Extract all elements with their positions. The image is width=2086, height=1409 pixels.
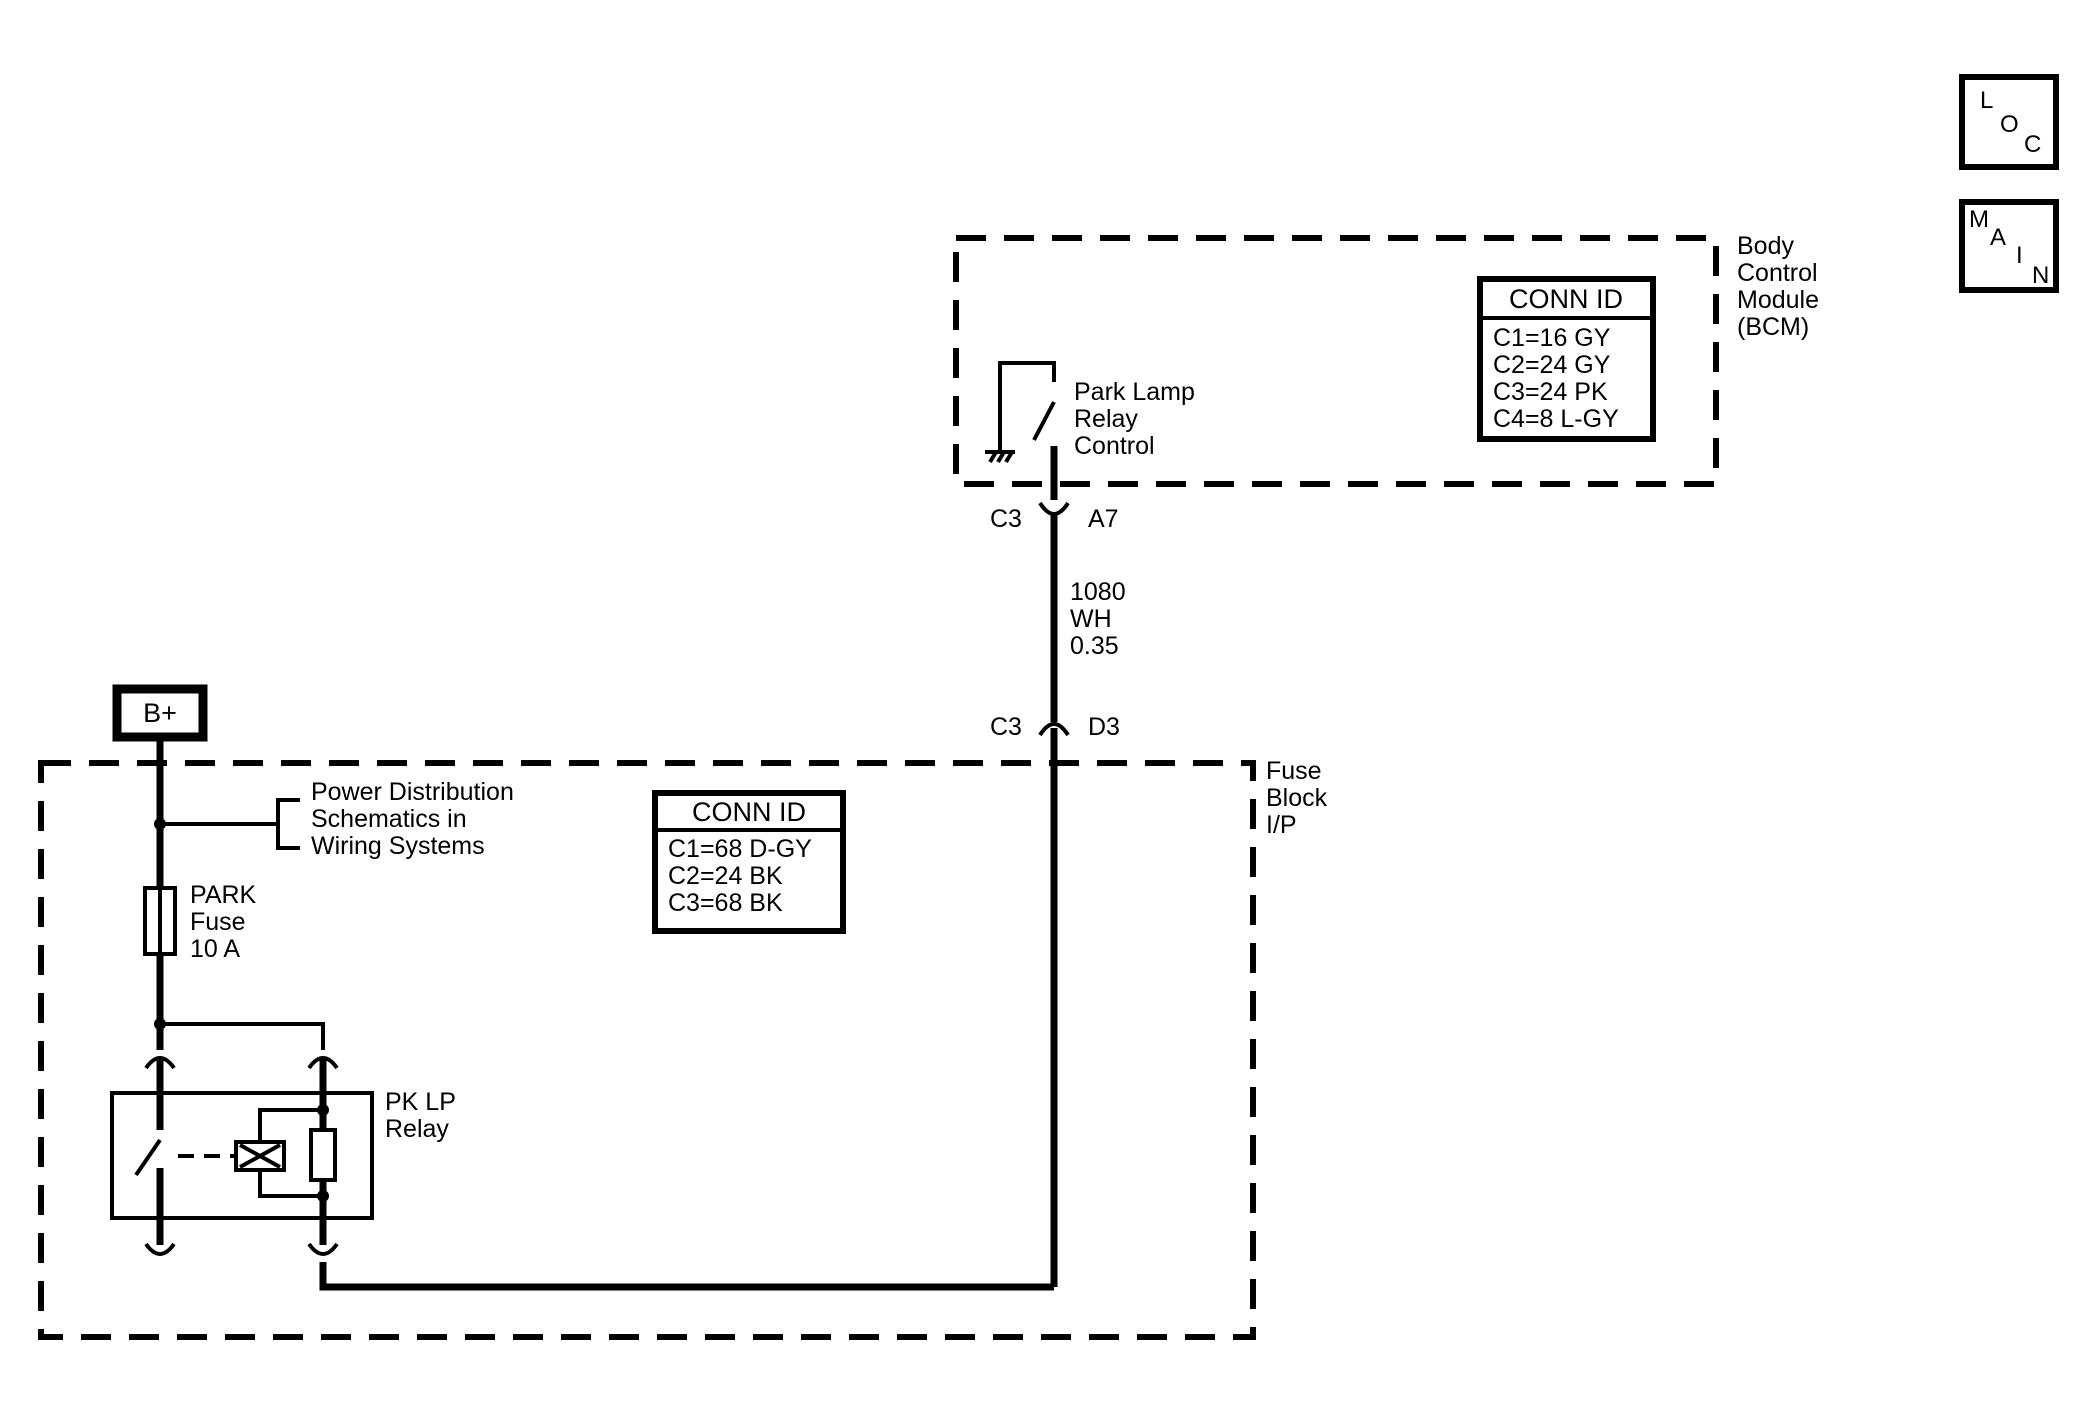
switch-blade <box>1032 401 1056 441</box>
relay-coil-feed-wire <box>160 1022 325 1050</box>
relay-node-bottom <box>317 1190 329 1202</box>
fuse-block-conn-id-title: CONN ID <box>692 797 806 827</box>
connector-bottom-right-label: D3 <box>1088 713 1120 741</box>
relay-socket-top-right <box>307 1056 339 1070</box>
bcm-conn-id-title: CONN ID <box>1509 284 1623 314</box>
bcm-label: Body Control Module (BCM) <box>1737 232 1819 341</box>
main-letter-4: N <box>2032 262 2049 289</box>
bcm-conn-id-frame <box>1477 276 1656 442</box>
fuse-block-conn-id-frame <box>652 790 846 934</box>
main-button[interactable]: M A I N <box>1959 199 2059 293</box>
relay-socket-bottom-left <box>144 1242 176 1256</box>
switch-label-line-3: Control <box>1074 432 1155 460</box>
connector-top-left-label: C3 <box>990 505 1022 533</box>
relay-switch-blade <box>134 1138 162 1177</box>
relay-coil-x2 <box>239 1143 281 1169</box>
power-distribution-line-1: Power Distribution <box>311 778 514 806</box>
loc-letter-1: L <box>1980 87 1993 114</box>
bcm-conn-id-line-4: C4=8 L-GY <box>1493 405 1619 433</box>
ground-hatch-2 <box>996 450 1006 464</box>
connector-c3-d3: C3 D3 <box>990 713 1120 741</box>
fuse-block-boundary <box>38 760 1256 1340</box>
main-letter-2: A <box>1990 224 2006 251</box>
power-distribution-line-2: Schematics in <box>311 805 467 833</box>
park-lamp-relay-control-switch <box>985 361 1058 500</box>
fuse-block-conn-id-line-2: C2=24 BK <box>668 862 783 890</box>
power-distribution-bracket <box>276 798 300 850</box>
relay-coil-top-lead <box>258 1108 323 1142</box>
bcm-boundary <box>953 235 1719 487</box>
relay-label-line-2: Relay <box>385 1115 449 1143</box>
loc-letter-2: O <box>2000 111 2019 138</box>
relay-socket-bottom-right <box>307 1242 339 1256</box>
wire-info: 1080 WH 0.35 <box>1070 578 1126 660</box>
fuse-block-label-line-1: Fuse <box>1266 757 1322 785</box>
park-fuse-label: PARK Fuse 10 A <box>190 881 257 963</box>
bcm-conn-id-line-2: C2=24 GY <box>1493 351 1611 379</box>
pk-lp-relay <box>110 1060 374 1245</box>
relay-node-top <box>317 1104 329 1116</box>
ground-hatch-3 <box>1004 450 1014 464</box>
fuse-block-label-line-2: Block <box>1266 784 1328 812</box>
park-fuse-label-line-3: 10 A <box>190 935 240 963</box>
bcm-label-line-3: Module <box>1737 286 1819 314</box>
relay-socket-top-left <box>144 1056 176 1070</box>
bcm-conn-id-line-1: C1=16 GY <box>1493 324 1611 352</box>
connector-bottom-cup <box>1038 722 1070 737</box>
wire-gauge: 0.35 <box>1070 632 1119 660</box>
main-letter-1: M <box>1969 206 1989 233</box>
fuse-block-conn-id-box: CONN ID C1=68 D-GY C2=24 BK C3=68 BK <box>652 790 846 934</box>
park-fuse-label-line-2: Fuse <box>190 908 246 936</box>
power-distribution-label: Power Distribution Schematics in Wiring … <box>311 778 514 860</box>
loc-letter-3: C <box>2024 131 2041 158</box>
relay-coil-return-wire <box>319 1262 1054 1291</box>
fuse-block-conn-id-line-1: C1=68 D-GY <box>668 835 812 863</box>
connector-bottom-left-label: C3 <box>990 713 1022 741</box>
fuse-block-conn-id-line-3: C3=68 BK <box>668 889 783 917</box>
bcm-conn-id-line-3: C3=24 PK <box>1493 378 1608 406</box>
bcm-label-line-1: Body <box>1737 232 1794 260</box>
loc-button[interactable]: L O C <box>1959 74 2059 170</box>
battery-label: B+ <box>143 698 177 728</box>
main-button-frame[interactable] <box>1959 199 2059 293</box>
connector-top-right-label: A7 <box>1088 505 1119 533</box>
relay-resistor <box>309 1128 337 1182</box>
bcm-label-line-2: Control <box>1737 259 1818 287</box>
battery-b-plus: B+ <box>112 684 208 742</box>
park-fuse-label-line-1: PARK <box>190 881 257 909</box>
relay-label: PK LP Relay <box>385 1088 456 1143</box>
switch-label: Park Lamp Relay Control <box>1074 378 1195 460</box>
switch-label-line-1: Park Lamp <box>1074 378 1195 406</box>
bcm-conn-id-box: CONN ID C1=16 GY C2=24 GY C3=24 PK C4=8 … <box>1477 276 1656 442</box>
wire-color: WH <box>1070 605 1112 633</box>
battery-box-frame <box>112 684 208 742</box>
fuse-block-label: Fuse Block I/P <box>1266 757 1328 839</box>
power-distribution-line-3: Wiring Systems <box>311 832 485 860</box>
switch-label-line-2: Relay <box>1074 405 1138 433</box>
wire-circuit-number: 1080 <box>1070 578 1126 606</box>
park-fuse <box>143 886 177 956</box>
relay-coil-bottom-lead <box>258 1170 323 1198</box>
relay-label-line-1: PK LP <box>385 1088 456 1116</box>
fuse-block-label-line-3: I/P <box>1266 811 1297 839</box>
ground-hatch-1 <box>988 450 998 464</box>
bcm-label-line-4: (BCM) <box>1737 313 1809 341</box>
loc-button-frame[interactable] <box>1959 74 2059 170</box>
switch-bracket <box>998 361 1056 452</box>
main-letter-3: I <box>2016 242 2023 269</box>
